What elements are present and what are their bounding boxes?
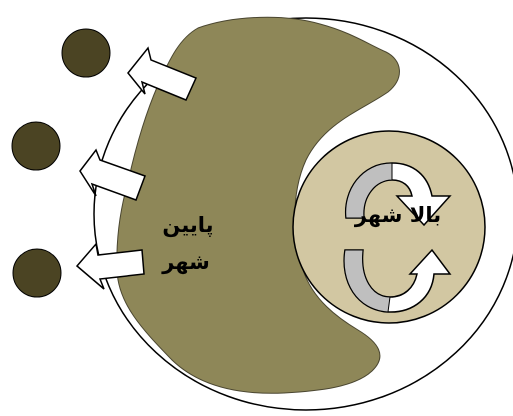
outflow-dot-top	[62, 29, 110, 77]
lower-city-label-line1: پایین	[162, 213, 213, 237]
lower-city-label-line2: شهر	[161, 250, 210, 274]
outflow-dot-middle	[12, 122, 60, 170]
upper-city-circle	[293, 131, 485, 323]
upper-city-label: بالا شهر	[354, 203, 441, 227]
outflow-dot-bottom	[13, 249, 61, 297]
